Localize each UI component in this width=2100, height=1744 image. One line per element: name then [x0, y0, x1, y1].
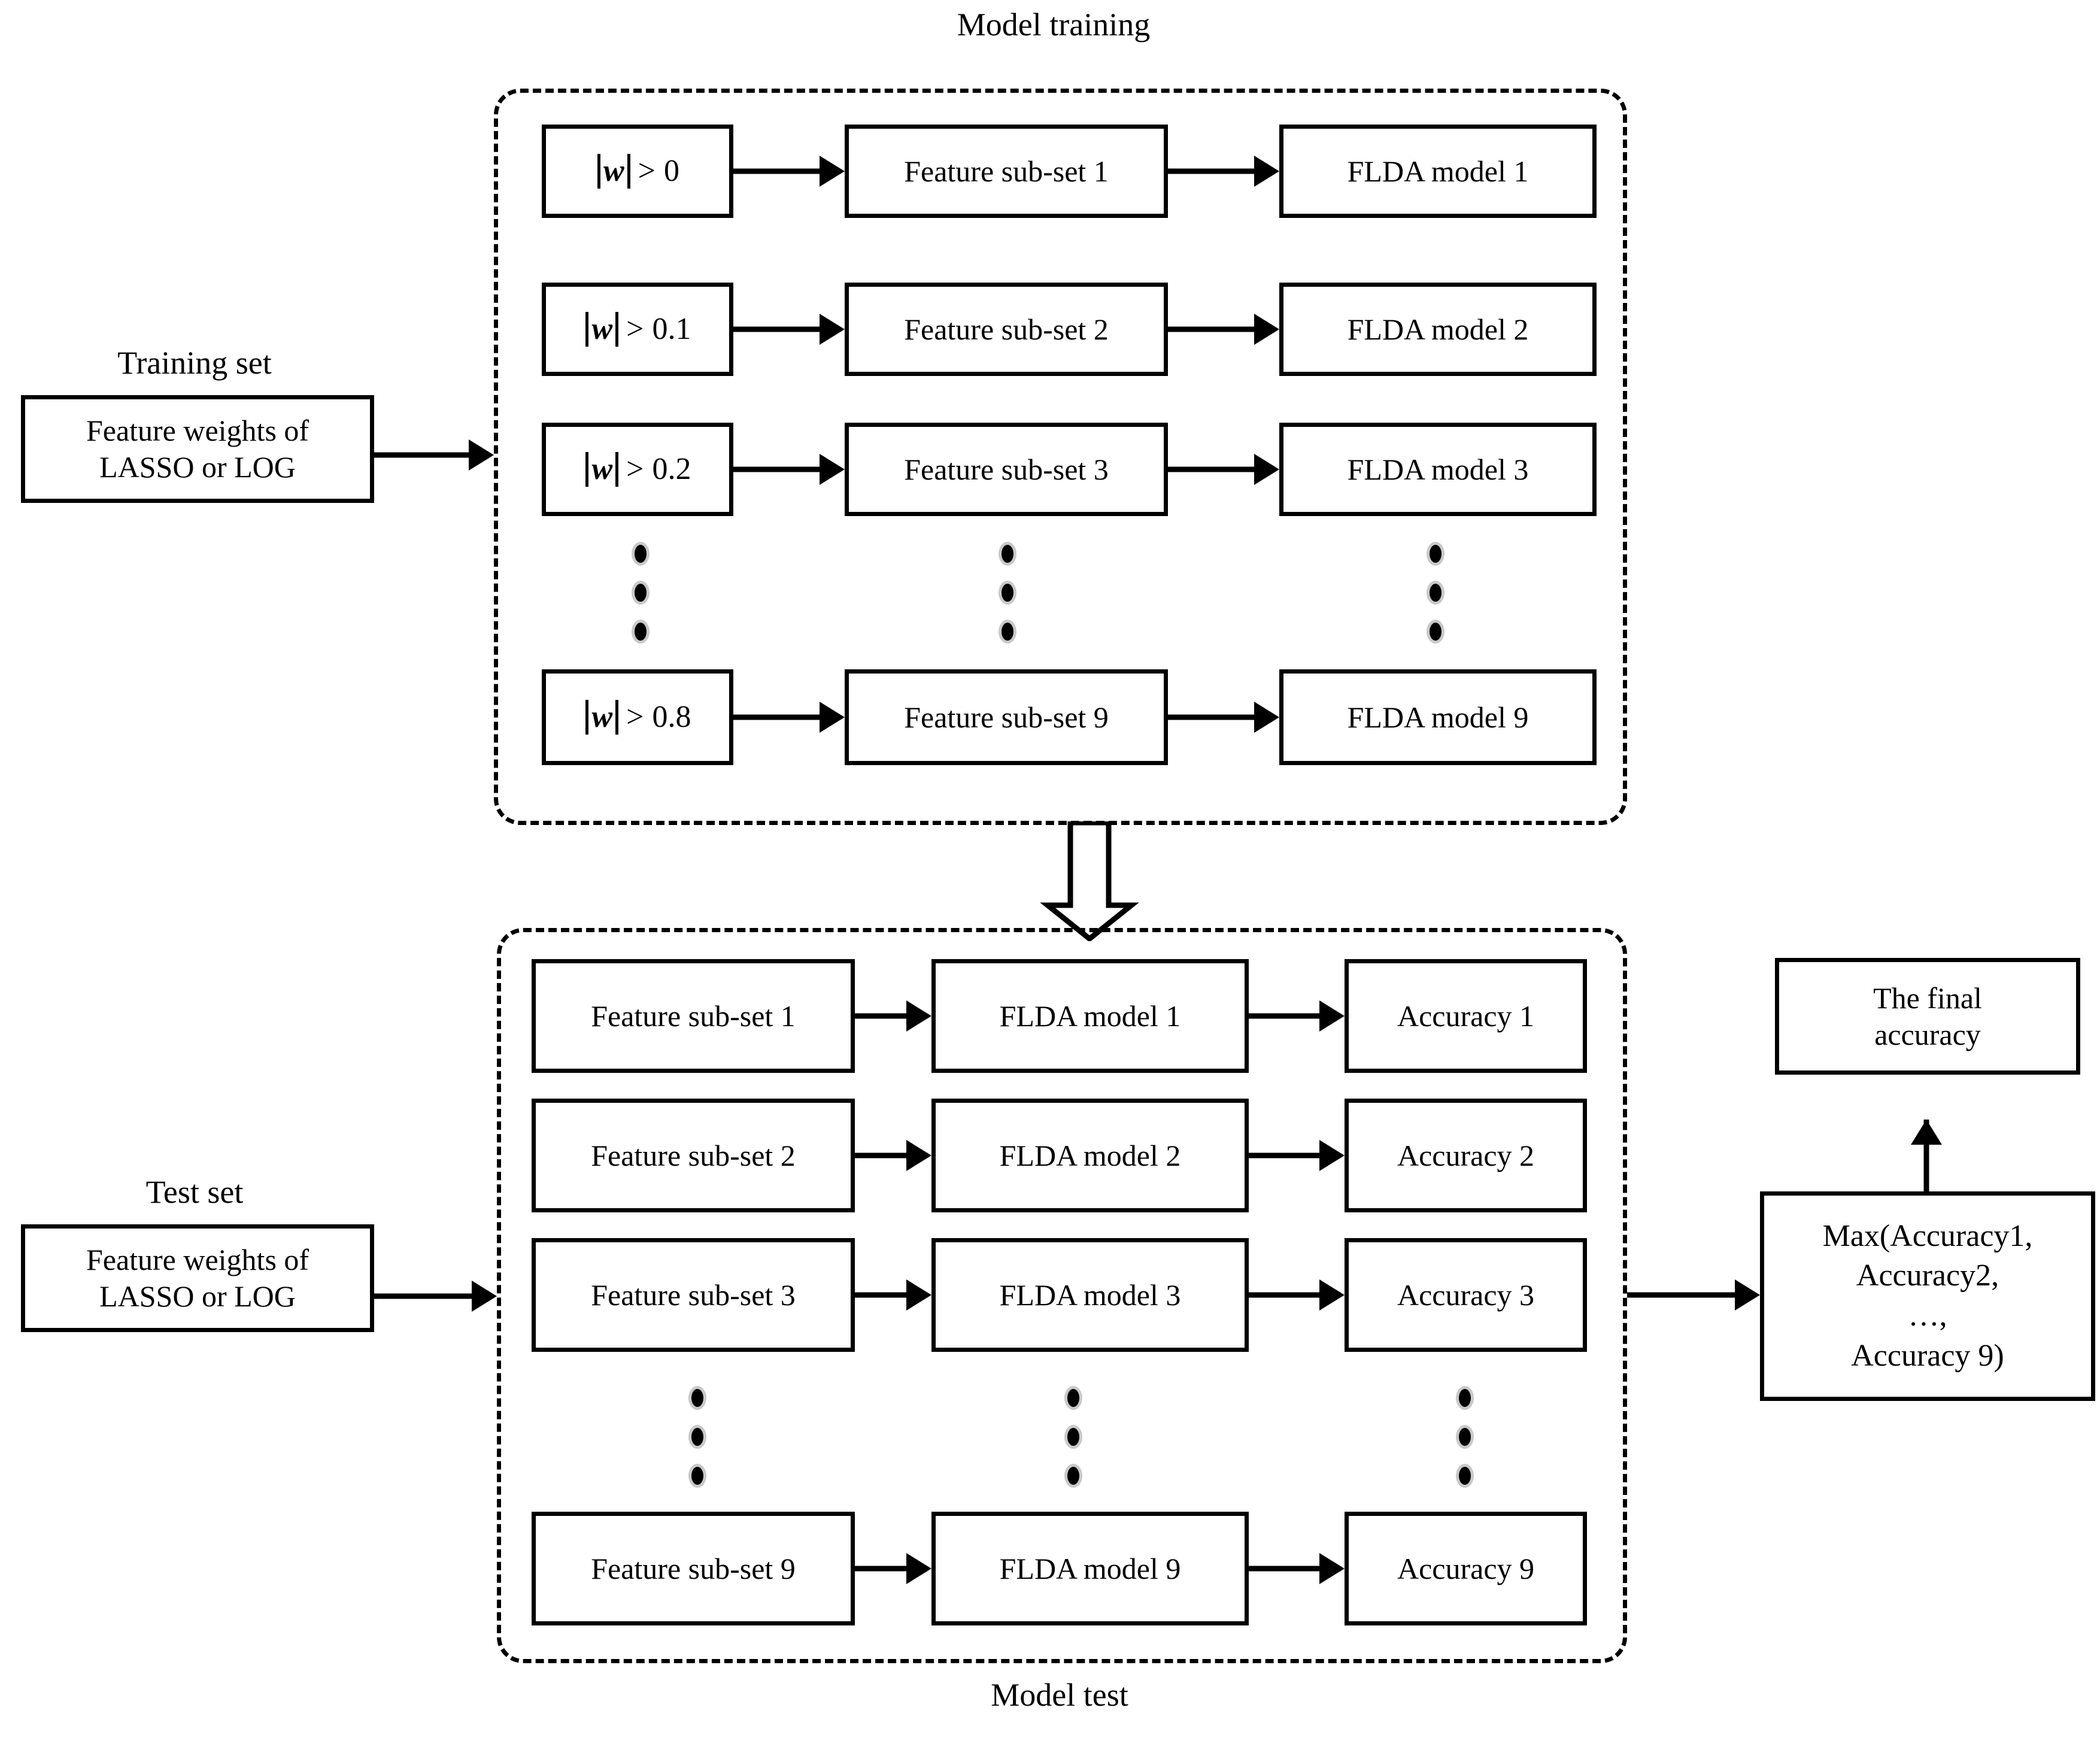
- ellipsis-dot: [1430, 623, 1442, 641]
- max-accuracy-box: Max(Accuracy1, Accuracy2, …, Accuracy 9): [1760, 1191, 2095, 1401]
- flda-model-box-train-1: FLDA model 1: [1279, 125, 1597, 218]
- block-arrow-icon: [1040, 820, 1139, 942]
- ellipsis-dot: [1459, 1389, 1471, 1407]
- abs-bar-right-icon: [615, 452, 619, 487]
- ellipsis-dot: [691, 1389, 703, 1407]
- accuracy-box-9: Accuracy 9: [1345, 1512, 1587, 1625]
- feature-subset-box-train-9: Feature sub-set 9: [845, 669, 1168, 765]
- ellipsis-dots-model-column-test: [1064, 1389, 1082, 1485]
- flda-model-box-train-3: FLDA model 3: [1279, 423, 1597, 516]
- training-set-box: Feature weights of LASSO or LOG: [21, 395, 374, 503]
- flda-model-box-test-1: FLDA model 1: [931, 959, 1249, 1073]
- ellipsis-dot: [1067, 1467, 1079, 1485]
- ellipsis-dots-model-column-train: [1427, 545, 1444, 641]
- weight-symbol: w: [591, 452, 613, 487]
- feature-subset-box-train-2: Feature sub-set 2: [845, 283, 1168, 376]
- ellipsis-dots-threshold-column: [632, 545, 650, 641]
- test-set-label: Test set: [145, 1174, 244, 1210]
- abs-bar-right-icon: [615, 700, 619, 735]
- final-accuracy-box: The final accuracy: [1775, 958, 2080, 1075]
- ellipsis-dot: [1002, 584, 1013, 602]
- flda-model-box-test-9: FLDA model 9: [931, 1512, 1249, 1625]
- threshold-value: 0.1: [652, 312, 691, 347]
- threshold-expression-3: w > 0.2: [584, 450, 691, 488]
- weight-symbol: w: [603, 154, 624, 189]
- abs-bar-left-icon: [597, 154, 600, 189]
- flda-model-box-train-9: FLDA model 9: [1279, 669, 1597, 765]
- relation-symbol: >: [626, 700, 644, 735]
- accuracy-box-2: Accuracy 2: [1345, 1099, 1587, 1212]
- ellipsis-dot: [1430, 584, 1442, 602]
- test-set-box: Feature weights of LASSO or LOG: [21, 1224, 374, 1332]
- threshold-box-1: w > 0: [542, 125, 733, 218]
- threshold-expression-2: w > 0.1: [584, 310, 691, 348]
- feature-subset-box-test-3: Feature sub-set 3: [532, 1238, 855, 1352]
- feature-subset-box-test-2: Feature sub-set 2: [532, 1099, 855, 1212]
- relation-symbol: >: [626, 312, 644, 347]
- flda-model-box-test-2: FLDA model 2: [931, 1099, 1249, 1212]
- feature-subset-box-train-3: Feature sub-set 3: [845, 423, 1168, 516]
- relation-symbol: >: [638, 154, 656, 189]
- abs-bar-right-icon: [627, 154, 630, 189]
- ellipsis-dots-accuracy-column: [1456, 1389, 1474, 1485]
- feature-subset-box-test-1: Feature sub-set 1: [532, 959, 855, 1073]
- training-set-label: Training set: [117, 345, 272, 381]
- threshold-expression-9: w > 0.8: [584, 698, 691, 736]
- threshold-box-3: w > 0.2: [542, 423, 733, 516]
- training-to-test-block-arrow: [1036, 820, 1143, 942]
- ellipsis-dots-subset-column-test: [688, 1389, 706, 1485]
- flda-model-box-train-2: FLDA model 2: [1279, 283, 1597, 376]
- threshold-box-9: w > 0.8: [542, 669, 733, 765]
- model-training-title: Model training: [957, 7, 1151, 43]
- feature-subset-box-train-1: Feature sub-set 1: [845, 125, 1168, 218]
- ellipsis-dot: [1067, 1428, 1079, 1446]
- abs-bar-right-icon: [615, 312, 619, 347]
- ellipsis-dot: [1002, 623, 1013, 641]
- ellipsis-dot: [635, 584, 647, 602]
- weight-symbol: w: [591, 700, 613, 735]
- abs-bar-left-icon: [585, 312, 589, 347]
- relation-symbol: >: [626, 452, 644, 487]
- model-training-group: [494, 89, 1627, 825]
- model-test-title: Model test: [991, 1677, 1128, 1713]
- accuracy-box-1: Accuracy 1: [1345, 959, 1587, 1073]
- accuracy-box-3: Accuracy 3: [1345, 1238, 1587, 1352]
- feature-subset-box-test-9: Feature sub-set 9: [532, 1512, 855, 1625]
- flda-model-box-test-3: FLDA model 3: [931, 1238, 1249, 1352]
- ellipsis-dot: [635, 545, 647, 563]
- threshold-expression-1: w > 0: [596, 152, 679, 190]
- ellipsis-dot: [1459, 1428, 1471, 1446]
- weight-symbol: w: [591, 312, 613, 347]
- ellipsis-dot: [691, 1428, 703, 1446]
- ellipsis-dot: [1430, 545, 1442, 563]
- threshold-value: 0.8: [652, 700, 691, 735]
- ellipsis-dot: [1459, 1467, 1471, 1485]
- abs-bar-left-icon: [585, 700, 589, 735]
- model-test-group: [497, 928, 1627, 1663]
- ellipsis-dot: [1067, 1389, 1079, 1407]
- ellipsis-dot: [1002, 545, 1013, 563]
- ellipsis-dot: [691, 1467, 703, 1485]
- threshold-box-2: w > 0.1: [542, 283, 733, 376]
- ellipsis-dots-subset-column-train: [999, 545, 1016, 641]
- threshold-value: 0.2: [652, 452, 691, 487]
- abs-bar-left-icon: [585, 452, 589, 487]
- threshold-value: 0: [664, 154, 679, 189]
- ellipsis-dot: [635, 623, 647, 641]
